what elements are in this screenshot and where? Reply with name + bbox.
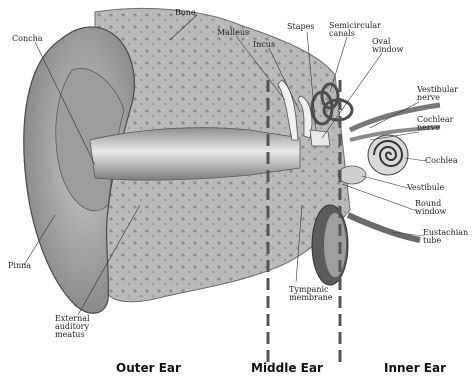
region-label-inner-ear: Inner Ear [384, 361, 446, 375]
label-tympanic-membrane: Tympanic membrane [289, 286, 333, 302]
label-malleus: Malleus [217, 29, 249, 37]
label-stapes: Stapes [287, 23, 314, 31]
stapes-shape [310, 130, 330, 146]
label-round-window: Round window [415, 200, 446, 216]
label-pinna: Pinna [8, 262, 31, 270]
cochlea-shape [368, 135, 408, 175]
region-label-middle-ear: Middle Ear [251, 361, 323, 375]
region-label-outer-ear: Outer Ear [116, 361, 181, 375]
label-cochlear-nerve: Cochlear nerve [417, 116, 453, 132]
eustachian-tube-shape [348, 215, 420, 240]
label-incus: Incus [253, 41, 275, 49]
label-vestibular-nerve: Vestibular nerve [417, 86, 458, 102]
label-eustachian-tube: Eustachian tube [423, 229, 468, 245]
label-concha: Concha [12, 35, 43, 43]
label-external-auditory-meatus: External auditory meatus [55, 315, 90, 339]
label-vestibule: Vestibule [407, 184, 444, 192]
label-cochlea: Cochlea [425, 157, 458, 165]
label-semicircular-canals: Semicircular canals [329, 22, 381, 38]
label-bone: Bone [175, 9, 196, 17]
label-oval-window: Oval window [372, 38, 403, 54]
vestibule-shape [338, 166, 366, 184]
